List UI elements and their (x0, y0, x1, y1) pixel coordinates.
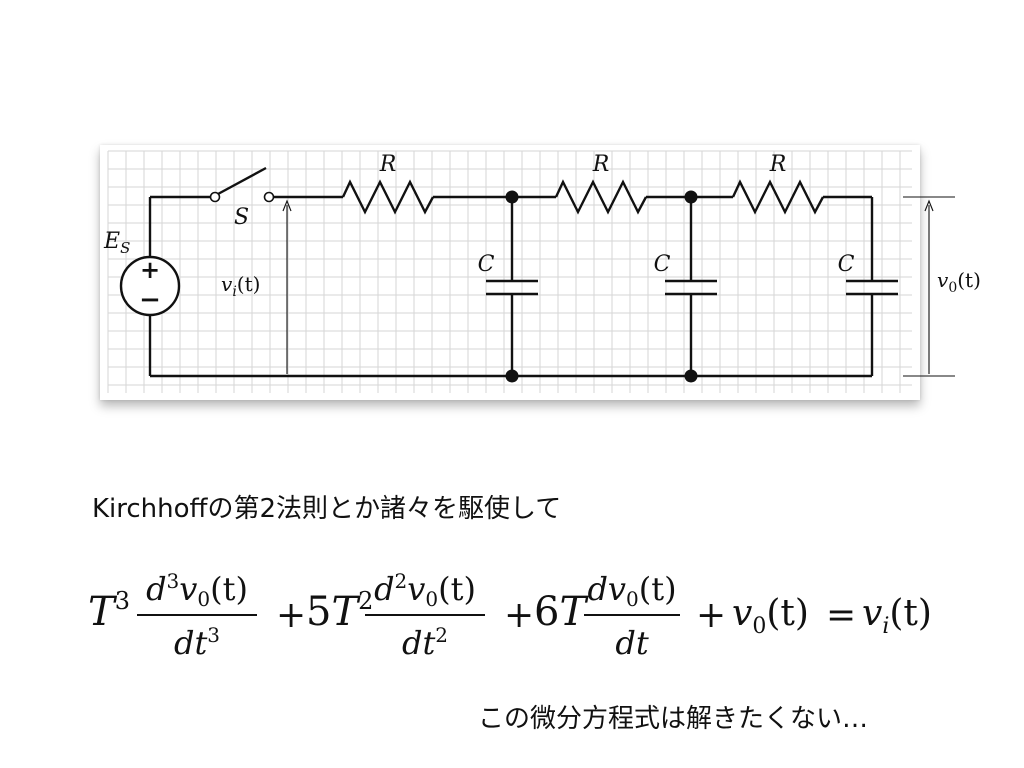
resistor-1 (341, 179, 435, 215)
eq-6T: 6T (534, 589, 589, 635)
voltage-source: + − (119, 255, 181, 317)
caption-kirchhoff: Kirchhoffの第2法則とか諸々を駆使して (92, 494, 562, 524)
vi-arrow (282, 199, 292, 374)
resistor-3-label: R (769, 152, 787, 177)
eq-frac1-numerator: d3v0(t) (146, 569, 248, 611)
grid (107, 150, 912, 393)
eq-plus-2: + (504, 595, 534, 636)
junction-dot (684, 190, 698, 204)
capacitor-2-label: C (654, 252, 671, 277)
eq-frac1-denominator: dt3 (174, 623, 220, 662)
eq-v0: v0(t) (732, 593, 809, 639)
source-plus-sign: + (140, 255, 160, 284)
vo-label: v0(t) (937, 268, 981, 296)
vi-label: vi(t) (221, 272, 260, 300)
switch (209, 166, 275, 203)
eq-plus-1: + (276, 595, 306, 636)
eq-5T-squared: 5T2 (306, 587, 373, 635)
resistor-2-label: R (592, 152, 610, 177)
capacitor-1-label: C (478, 252, 495, 277)
junction-dot (684, 369, 698, 383)
source-label: ES (103, 229, 130, 257)
capacitor-3-label: C (838, 252, 855, 277)
eq-plus-3: + (696, 595, 726, 636)
eq-frac3-denominator: dt (615, 624, 648, 662)
circuit-diagram: + − ES S R R R C C C (103, 150, 981, 393)
junction-dot (505, 369, 519, 383)
junction-dot (505, 190, 519, 204)
differential-equation: T3 d3v0(t) dt3 + 5T2 d2v0(t) dt2 + 6T dv… (88, 569, 932, 662)
resistor-2 (554, 179, 648, 215)
capacitor-1 (486, 279, 538, 296)
resistor-3 (731, 179, 825, 215)
caption-unwilling: この微分方程式は解きたくない… (478, 704, 869, 734)
eq-frac2-numerator: d2v0(t) (374, 569, 476, 611)
eq-vi: vi(t) (862, 593, 932, 639)
resistor-1-label: R (379, 152, 397, 177)
switch-label: S (234, 205, 249, 230)
eq-T-cubed: T3 (88, 587, 130, 635)
capacitor-3 (846, 279, 898, 296)
vo-arrow (903, 196, 955, 377)
eq-equals: = (826, 595, 856, 636)
eq-frac3-numerator: dv0(t) (587, 570, 676, 611)
source-minus-sign: − (139, 285, 161, 315)
capacitor-2 (665, 279, 717, 296)
eq-frac2-denominator: dt2 (402, 623, 448, 662)
